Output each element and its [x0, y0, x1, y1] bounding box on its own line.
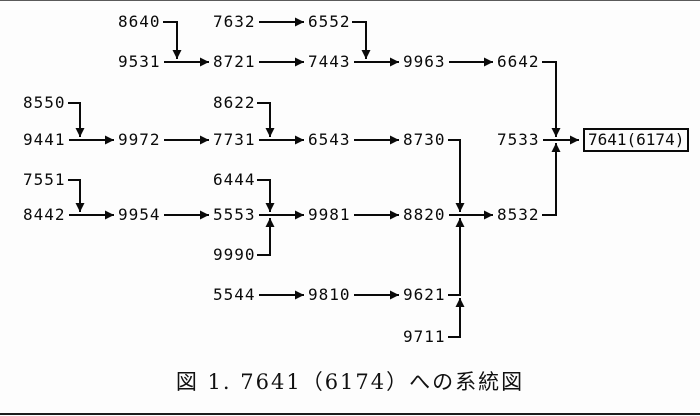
arrow-8442-to-9954-head	[105, 210, 114, 220]
arrow-8550-to-9972-head	[75, 128, 85, 137]
arrow-9531-to-8721-head	[200, 57, 209, 67]
node-9990: 9990	[213, 245, 256, 264]
arrow-8820-to-8532-head	[484, 210, 493, 220]
node-5553: 5553	[213, 205, 256, 224]
top-rule	[0, 0, 700, 1]
arrow-7551-to-9954-head	[75, 203, 85, 212]
node-9621: 9621	[403, 285, 446, 304]
node-7731: 7731	[213, 130, 256, 149]
node-8442: 8442	[23, 205, 66, 224]
node-5544: 5544	[213, 285, 256, 304]
arrow-6444-to-9981	[257, 179, 271, 212]
node-9981: 9981	[308, 205, 351, 224]
arrow-9981-to-8820-head	[390, 210, 399, 220]
arrow-8532-to-result-head	[551, 143, 561, 152]
arrow-9990-to-9981	[257, 218, 271, 256]
node-8622: 8622	[213, 93, 256, 112]
arrow-9990-to-9981-head	[265, 218, 275, 227]
arrow-7443-to-9963-head	[390, 57, 399, 67]
arrow-9621-to-8532	[448, 218, 461, 296]
figure-caption: 図 1. 7641（6174）への系統図	[175, 370, 525, 394]
node-7551: 7551	[23, 170, 66, 189]
arrow-7632-to-6552-head	[295, 17, 304, 27]
node-8532: 8532	[497, 205, 540, 224]
arrow-6552-to-9963-head	[361, 50, 371, 59]
node-8640: 8640	[118, 12, 161, 31]
arrow-8730-to-8532	[448, 139, 461, 212]
node-8730: 8730	[403, 130, 446, 149]
arrow-8640-to-8721	[163, 21, 178, 59]
arrow-8550-to-9972	[68, 102, 81, 137]
arrow-9963-to-6642-head	[484, 57, 493, 67]
arrow-5553-to-9981-head	[295, 210, 304, 220]
node-8820: 8820	[403, 205, 446, 224]
arrow-9711-to-8532-head	[455, 298, 465, 307]
arrow-7533-to-result-head	[570, 135, 579, 145]
node-9963: 9963	[403, 52, 446, 71]
bottom-rule	[0, 413, 700, 415]
arrow-8730-to-8532-head	[455, 203, 465, 212]
arrow-9711-to-8532	[448, 298, 461, 338]
node-7632: 7632	[213, 12, 256, 31]
node-6444: 6444	[213, 170, 256, 189]
arrow-8640-to-8721-head	[172, 50, 182, 59]
node-8550: 8550	[23, 93, 66, 112]
arrow-8622-to-6543	[257, 102, 271, 137]
node-7533: 7533	[497, 130, 540, 149]
arrow-9441-to-9972-head	[105, 135, 114, 145]
arrow-8532-to-result	[542, 143, 557, 216]
node-9810: 9810	[308, 285, 351, 304]
node-6552: 6552	[308, 12, 351, 31]
arrow-6444-to-9981-head	[265, 203, 275, 212]
arrow-6543-to-8730-head	[390, 135, 399, 145]
node-8721: 8721	[213, 52, 256, 71]
node-9972: 9972	[118, 130, 161, 149]
node-6543: 6543	[308, 130, 351, 149]
result-box: 7641(6174)	[583, 128, 690, 152]
node-9711: 9711	[403, 327, 446, 346]
arrow-9972-to-7731-head	[200, 135, 209, 145]
arrow-9954-to-5553-head	[200, 210, 209, 220]
node-9531: 9531	[118, 52, 161, 71]
arrow-6552-to-9963	[352, 21, 367, 59]
arrow-8622-to-6543-head	[265, 128, 275, 137]
node-7443: 7443	[308, 52, 351, 71]
arrow-7551-to-9954	[68, 179, 81, 212]
arrow-5544-to-9810-head	[295, 290, 304, 300]
arrow-6642-to-result	[542, 61, 557, 137]
node-6642: 6642	[497, 52, 540, 71]
arrow-9810-to-9621-head	[390, 290, 399, 300]
arrow-6642-to-result-head	[551, 128, 561, 137]
arrow-7731-to-6543-head	[295, 135, 304, 145]
node-9954: 9954	[118, 205, 161, 224]
arrow-8721-to-7443-head	[295, 57, 304, 67]
result-label: 7641(6174)	[588, 130, 685, 149]
node-9441: 9441	[23, 130, 66, 149]
arrow-9621-to-8532-head	[455, 218, 465, 227]
